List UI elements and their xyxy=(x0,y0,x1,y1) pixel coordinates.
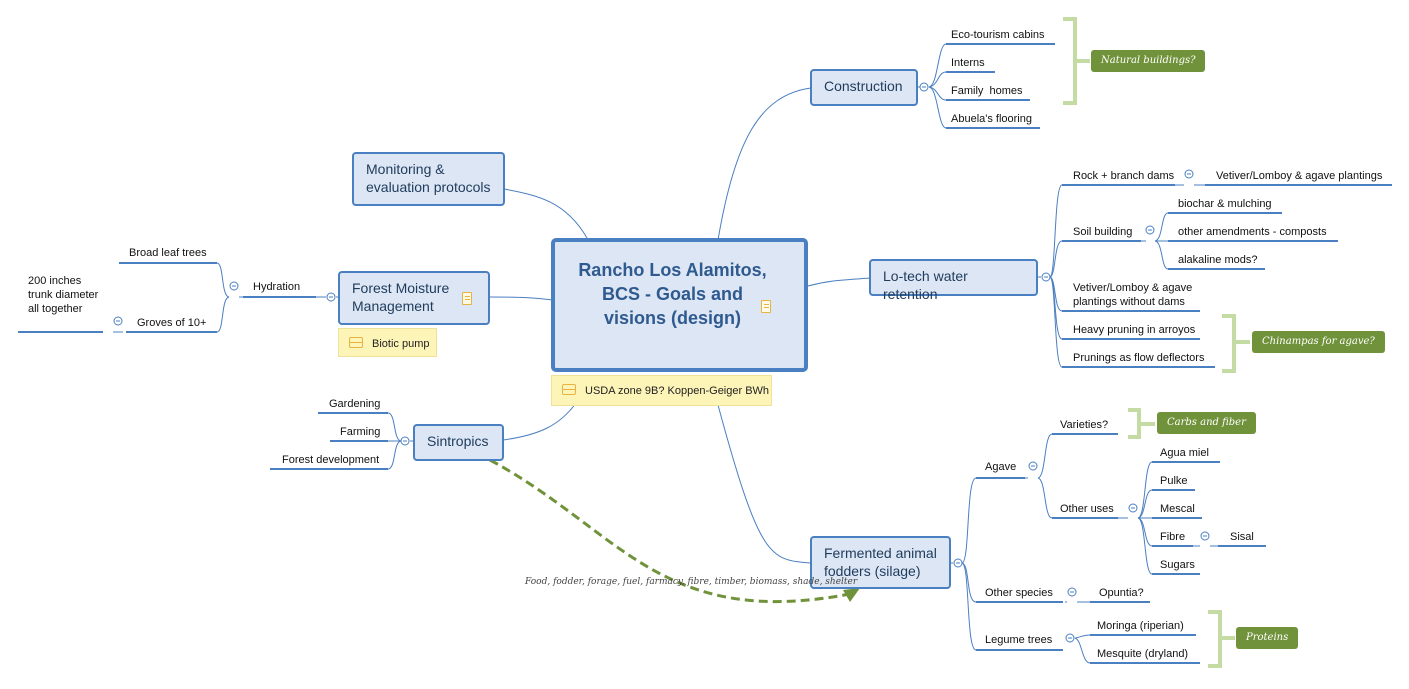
leaf-vetiver-agave-plantings[interactable]: Vetiver/Lomboy & agave plantings xyxy=(1216,170,1383,182)
note-icon xyxy=(562,384,576,395)
leaf-other-uses[interactable]: Other uses xyxy=(1060,503,1114,515)
topic-construction-label: Construction xyxy=(824,78,903,94)
connector-water xyxy=(807,277,871,287)
leaf-fibre[interactable]: Fibre xyxy=(1160,531,1186,543)
leaf-flow-deflectors[interactable]: Prunings as flow deflectors xyxy=(1073,352,1205,364)
central-topic-title: Rancho Los Alamitos, BCS - Goals and vis… xyxy=(578,260,767,328)
topic-water-retention[interactable]: Lo-tech water retention xyxy=(869,259,1038,302)
boundary-label-proteins[interactable]: Proteins xyxy=(1236,627,1299,649)
topic-sintropics[interactable]: Sintropics xyxy=(413,424,504,461)
leaf-abuela-flooring[interactable]: Abuela's flooring xyxy=(951,113,1032,125)
leaf-hydration[interactable]: Hydration xyxy=(253,281,301,293)
leaf-sisal[interactable]: Sisal xyxy=(1230,531,1254,543)
leaf-varieties[interactable]: Varieties? xyxy=(1060,419,1109,431)
connector-monitoring xyxy=(503,188,588,239)
leaf-interns[interactable]: Interns xyxy=(951,57,985,69)
leaf-eco-tourism-cabins[interactable]: Eco-tourism cabins xyxy=(951,29,1045,41)
leaf-farming[interactable]: Farming xyxy=(340,426,381,438)
topic-fermented-fodders-label: Fermented animal fodders (silage) xyxy=(824,545,937,579)
boundary-bracket xyxy=(1063,17,1090,105)
connector-sintropics xyxy=(502,402,577,441)
leaf-legume-trees[interactable]: Legume trees xyxy=(985,634,1053,646)
topic-forest-moisture[interactable]: Forest Moisture Management xyxy=(338,271,490,325)
note-icon xyxy=(349,337,363,348)
leaf-agua-miel[interactable]: Agua miel xyxy=(1160,447,1209,459)
boundary-bracket xyxy=(1128,408,1155,439)
topic-sintropics-label: Sintropics xyxy=(427,433,489,449)
leaf-pulke[interactable]: Pulke xyxy=(1160,475,1188,487)
leaf-moringa[interactable]: Moringa (riperian) xyxy=(1097,620,1184,632)
leaf-200-inches[interactable]: 200 inches trunk diameter all together xyxy=(28,275,99,315)
forest-note[interactable]: Biotic pump xyxy=(338,328,437,357)
central-note[interactable]: USDA zone 9B? Koppen-Geiger BWh xyxy=(551,375,772,406)
topic-fermented-fodders[interactable]: Fermented animal fodders (silage) xyxy=(810,536,951,589)
boundary-bracket xyxy=(1222,314,1250,373)
leaf-other-amendments[interactable]: other amendments - composts xyxy=(1178,226,1327,238)
note-document-icon[interactable] xyxy=(761,300,771,313)
leaf-gardening[interactable]: Gardening xyxy=(329,398,381,410)
leaf-alkaline-mods[interactable]: alakaline mods? xyxy=(1178,254,1258,266)
boundary-label-chinampas[interactable]: Chinampas for agave? xyxy=(1252,331,1385,353)
leaf-biochar-mulching[interactable]: biochar & mulching xyxy=(1178,198,1272,210)
leaf-heavy-pruning[interactable]: Heavy pruning in arroyos xyxy=(1073,324,1196,336)
relationship-label[interactable]: Food, fodder, forage, fuel, farmacy, fib… xyxy=(525,577,858,587)
topic-construction[interactable]: Construction xyxy=(810,69,918,106)
leaf-vetiver-without-dams[interactable]: Vetiver/Lomboy & agave plantings without… xyxy=(1073,282,1193,308)
note-document-icon[interactable] xyxy=(462,292,472,305)
arrow-head-icon xyxy=(843,588,860,602)
connector-construction xyxy=(717,87,812,241)
leaf-forest-development[interactable]: Forest development xyxy=(282,454,380,466)
central-topic[interactable]: Rancho Los Alamitos, BCS - Goals and vis… xyxy=(551,238,808,372)
topic-monitoring-label: Monitoring & evaluation protocols xyxy=(366,161,491,195)
connector-forest xyxy=(488,296,554,301)
leaf-groves[interactable]: Groves of 10+ xyxy=(137,317,207,329)
relationship-arrow[interactable] xyxy=(489,458,851,604)
leaf-soil-building[interactable]: Soil building xyxy=(1073,226,1133,238)
forest-note-text: Biotic pump xyxy=(372,338,430,350)
leaf-sugars[interactable]: Sugars xyxy=(1160,559,1195,571)
leaf-mesquite[interactable]: Mesquite (dryland) xyxy=(1097,648,1189,660)
leaf-opuntia[interactable]: Opuntia? xyxy=(1099,587,1144,599)
leaf-other-species[interactable]: Other species xyxy=(985,587,1053,599)
topic-monitoring[interactable]: Monitoring & evaluation protocols xyxy=(352,152,505,206)
leaf-agave[interactable]: Agave xyxy=(985,461,1017,473)
boundary-bracket xyxy=(1208,610,1235,668)
central-note-text: USDA zone 9B? Koppen-Geiger BWh xyxy=(585,385,770,397)
boundary-label-carbs-fiber[interactable]: Carbs and fiber xyxy=(1157,412,1256,434)
leaf-broad-leaf-trees[interactable]: Broad leaf trees xyxy=(129,247,207,259)
connector-fodder xyxy=(717,404,812,564)
topic-water-retention-label: Lo-tech water retention xyxy=(883,268,968,302)
leaf-rock-branch-dams[interactable]: Rock + branch dams xyxy=(1073,170,1175,182)
boundary-label-natural-buildings[interactable]: Natural buildings? xyxy=(1091,50,1206,72)
leaf-mescal[interactable]: Mescal xyxy=(1160,503,1195,515)
leaf-family-homes[interactable]: Family homes xyxy=(951,85,1023,97)
topic-forest-moisture-label: Forest Moisture Management xyxy=(352,280,450,314)
